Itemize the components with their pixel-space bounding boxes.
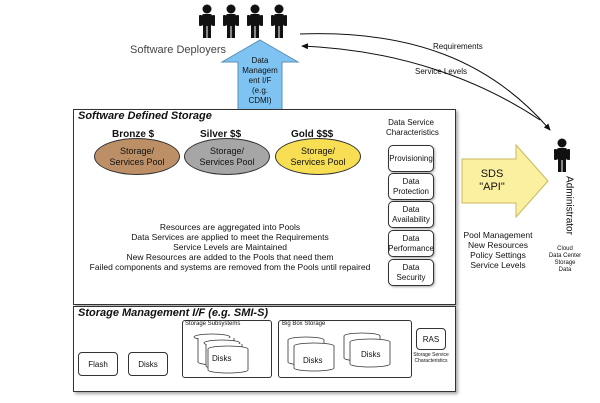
data-management-arrow-label: Data Managem ent I/F (e.g. CDMI) [242, 56, 278, 105]
flash-box: Flash [78, 352, 118, 376]
gold-pool: Storage/ Services Pool [275, 138, 361, 175]
bigbox-disks-label-1: Disks [303, 356, 323, 365]
big-box-storage-label: Big Box Storage [282, 321, 326, 327]
storage-management-title: Storage Management I/F (e.g. SMI-S) [78, 307, 269, 319]
sds-line-1: Resources are aggregated into Pools [159, 222, 301, 232]
sds-line-5: Failed components and systems are remove… [89, 262, 371, 272]
subsystem-disks-icon [193, 333, 249, 374]
service-levels-label: Service Levels [415, 67, 468, 76]
silver-pool: Storage/ Services Pool [184, 138, 270, 175]
data-protection-box: Data Protection [388, 173, 434, 200]
pool-management-text: Pool Management New Resources Policy Set… [463, 230, 533, 270]
bigbox-disks-label-2: Disks [361, 350, 381, 359]
ras-box: RAS [416, 328, 446, 350]
sds-api-label: SDS "API" [479, 168, 505, 193]
tier-gold-label: Gold $$$ [291, 129, 334, 140]
administrator-sub-label: Cloud Data Center Storage Data [548, 246, 582, 273]
disks-box: Disks [128, 352, 168, 376]
bronze-pool: Storage/ Services Pool [94, 138, 180, 175]
software-defined-storage-title: Software Defined Storage [78, 110, 212, 122]
administrator-icon [554, 138, 570, 172]
ras-sub-label: Storage Service Characteristics [413, 352, 449, 364]
sds-line-4: New Resources are added to the Pools tha… [126, 252, 334, 262]
requirements-arrows [299, 33, 551, 131]
tier-bronze-label: Bronze $ [112, 129, 155, 140]
tier-silver-label: Silver $$ [200, 129, 242, 140]
software-deployers-icon [199, 4, 287, 38]
subsystem-disks-label: Disks [212, 354, 232, 363]
data-availability-box: Data Availability [388, 201, 434, 228]
characteristics-title: Data Service Characteristics [386, 118, 439, 137]
administrator-label: Administrator [563, 176, 575, 235]
sds-api-arrow [461, 143, 549, 219]
requirements-label: Requirements [433, 42, 483, 51]
provisioning-box: Provisioning [388, 145, 434, 172]
data-performance-box: Data Performance [388, 230, 434, 257]
software-deployers-label: Software Deployers [130, 44, 226, 56]
data-security-box: Data Security [388, 259, 434, 286]
storage-subsystems-label: Storage Subsystems [185, 321, 241, 327]
sds-line-3: Service Levels are Maintained [173, 242, 287, 252]
bigbox-disks-icon [287, 332, 391, 372]
sds-line-2: Data Services are applied to meet the Re… [131, 232, 329, 242]
